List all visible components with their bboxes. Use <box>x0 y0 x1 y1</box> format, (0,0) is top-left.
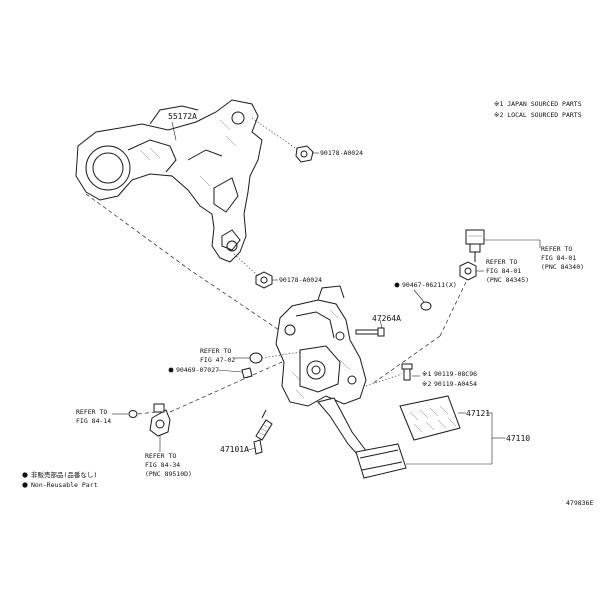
ref-sensor-pnc: (PNC 89510D) <box>145 470 192 478</box>
legend-dot-2 <box>22 482 28 488</box>
mark-pin-lower: ※2 <box>422 380 431 388</box>
legend-japan-sourced: ※1 JAPAN SOURCED PARTS <box>494 100 582 108</box>
label-nut-upper: 90178-A0024 <box>320 149 363 157</box>
label-pad: 47121 <box>466 409 490 418</box>
nut-upper[interactable] <box>295 145 314 163</box>
stop-lamp-switch-upper[interactable] <box>465 229 485 262</box>
label-pin-lower: 90119-A0454 <box>434 380 477 388</box>
legend-top: ※1 JAPAN SOURCED PARTS ※2 LOCAL SOURCED … <box>494 100 582 119</box>
ref-sensor-refer: REFER TO <box>145 452 176 460</box>
ref-switch-upper-fig: FIG 84-01 <box>541 254 576 262</box>
pad-cover[interactable] <box>399 395 461 441</box>
pedal-position-sensor[interactable] <box>149 403 171 437</box>
legend-non-reusable: Non-Reusable Part <box>31 481 98 489</box>
label-bolt: 47264A <box>372 314 401 323</box>
label-pedal-assy: 47110 <box>506 434 530 443</box>
clip-90469[interactable] <box>241 352 263 379</box>
pedal-support[interactable] <box>275 285 367 407</box>
non-reusable-mark-grommet <box>394 282 400 288</box>
ref-switch-mid-pnc: (PNC 84345) <box>486 276 529 284</box>
ref-switch-upper-pnc: (PNC 84340) <box>541 263 584 271</box>
diagram-id: 479836E <box>566 499 593 507</box>
label-nut-lower: 90178-A0024 <box>279 276 322 284</box>
ref-sensor-fig: FIG 84-34 <box>145 461 180 469</box>
label-clip: 90469-07027 <box>176 366 219 374</box>
label-bracket: 55172A <box>168 112 197 121</box>
ref-clip-fig: FIG 47-02 <box>200 356 235 364</box>
grommet[interactable] <box>420 301 432 311</box>
label-rod: 47101A <box>220 445 249 454</box>
legend-non-sale: 非販売部品(品番なし) <box>31 470 97 479</box>
ref-switch-upper-refer: REFER TO <box>541 245 572 253</box>
pin-90119[interactable] <box>401 363 413 381</box>
mark-pin-upper: ※1 <box>422 370 431 378</box>
legend-dot-1 <box>22 472 28 478</box>
clip-left[interactable] <box>128 410 138 418</box>
bolt-47264A[interactable] <box>355 327 385 337</box>
label-pin-upper: 90119-08C96 <box>434 370 477 378</box>
legend-local-sourced: ※2 LOCAL SOURCED PARTS <box>494 111 582 119</box>
nut-lower[interactable] <box>255 271 273 289</box>
stop-lamp-switch-nut[interactable] <box>459 261 477 281</box>
bracket-55172A[interactable] <box>75 99 263 263</box>
ref-switch-mid-fig: FIG 84-01 <box>486 267 521 275</box>
ref-switch-mid-refer: REFER TO <box>486 258 517 266</box>
legend-bottom: 非販売部品(品番なし) Non-Reusable Part <box>22 470 98 489</box>
ref-clip-refer: REFER TO <box>200 347 231 355</box>
ref-left-refer: REFER TO <box>76 408 107 416</box>
label-grommet: 90467-06211(X) <box>402 281 457 289</box>
pushrod-47101A[interactable] <box>253 409 273 455</box>
ref-left-fig: FIG 84-14 <box>76 417 111 425</box>
pedal-pad[interactable] <box>355 443 407 479</box>
non-reusable-mark-clip <box>168 367 174 373</box>
